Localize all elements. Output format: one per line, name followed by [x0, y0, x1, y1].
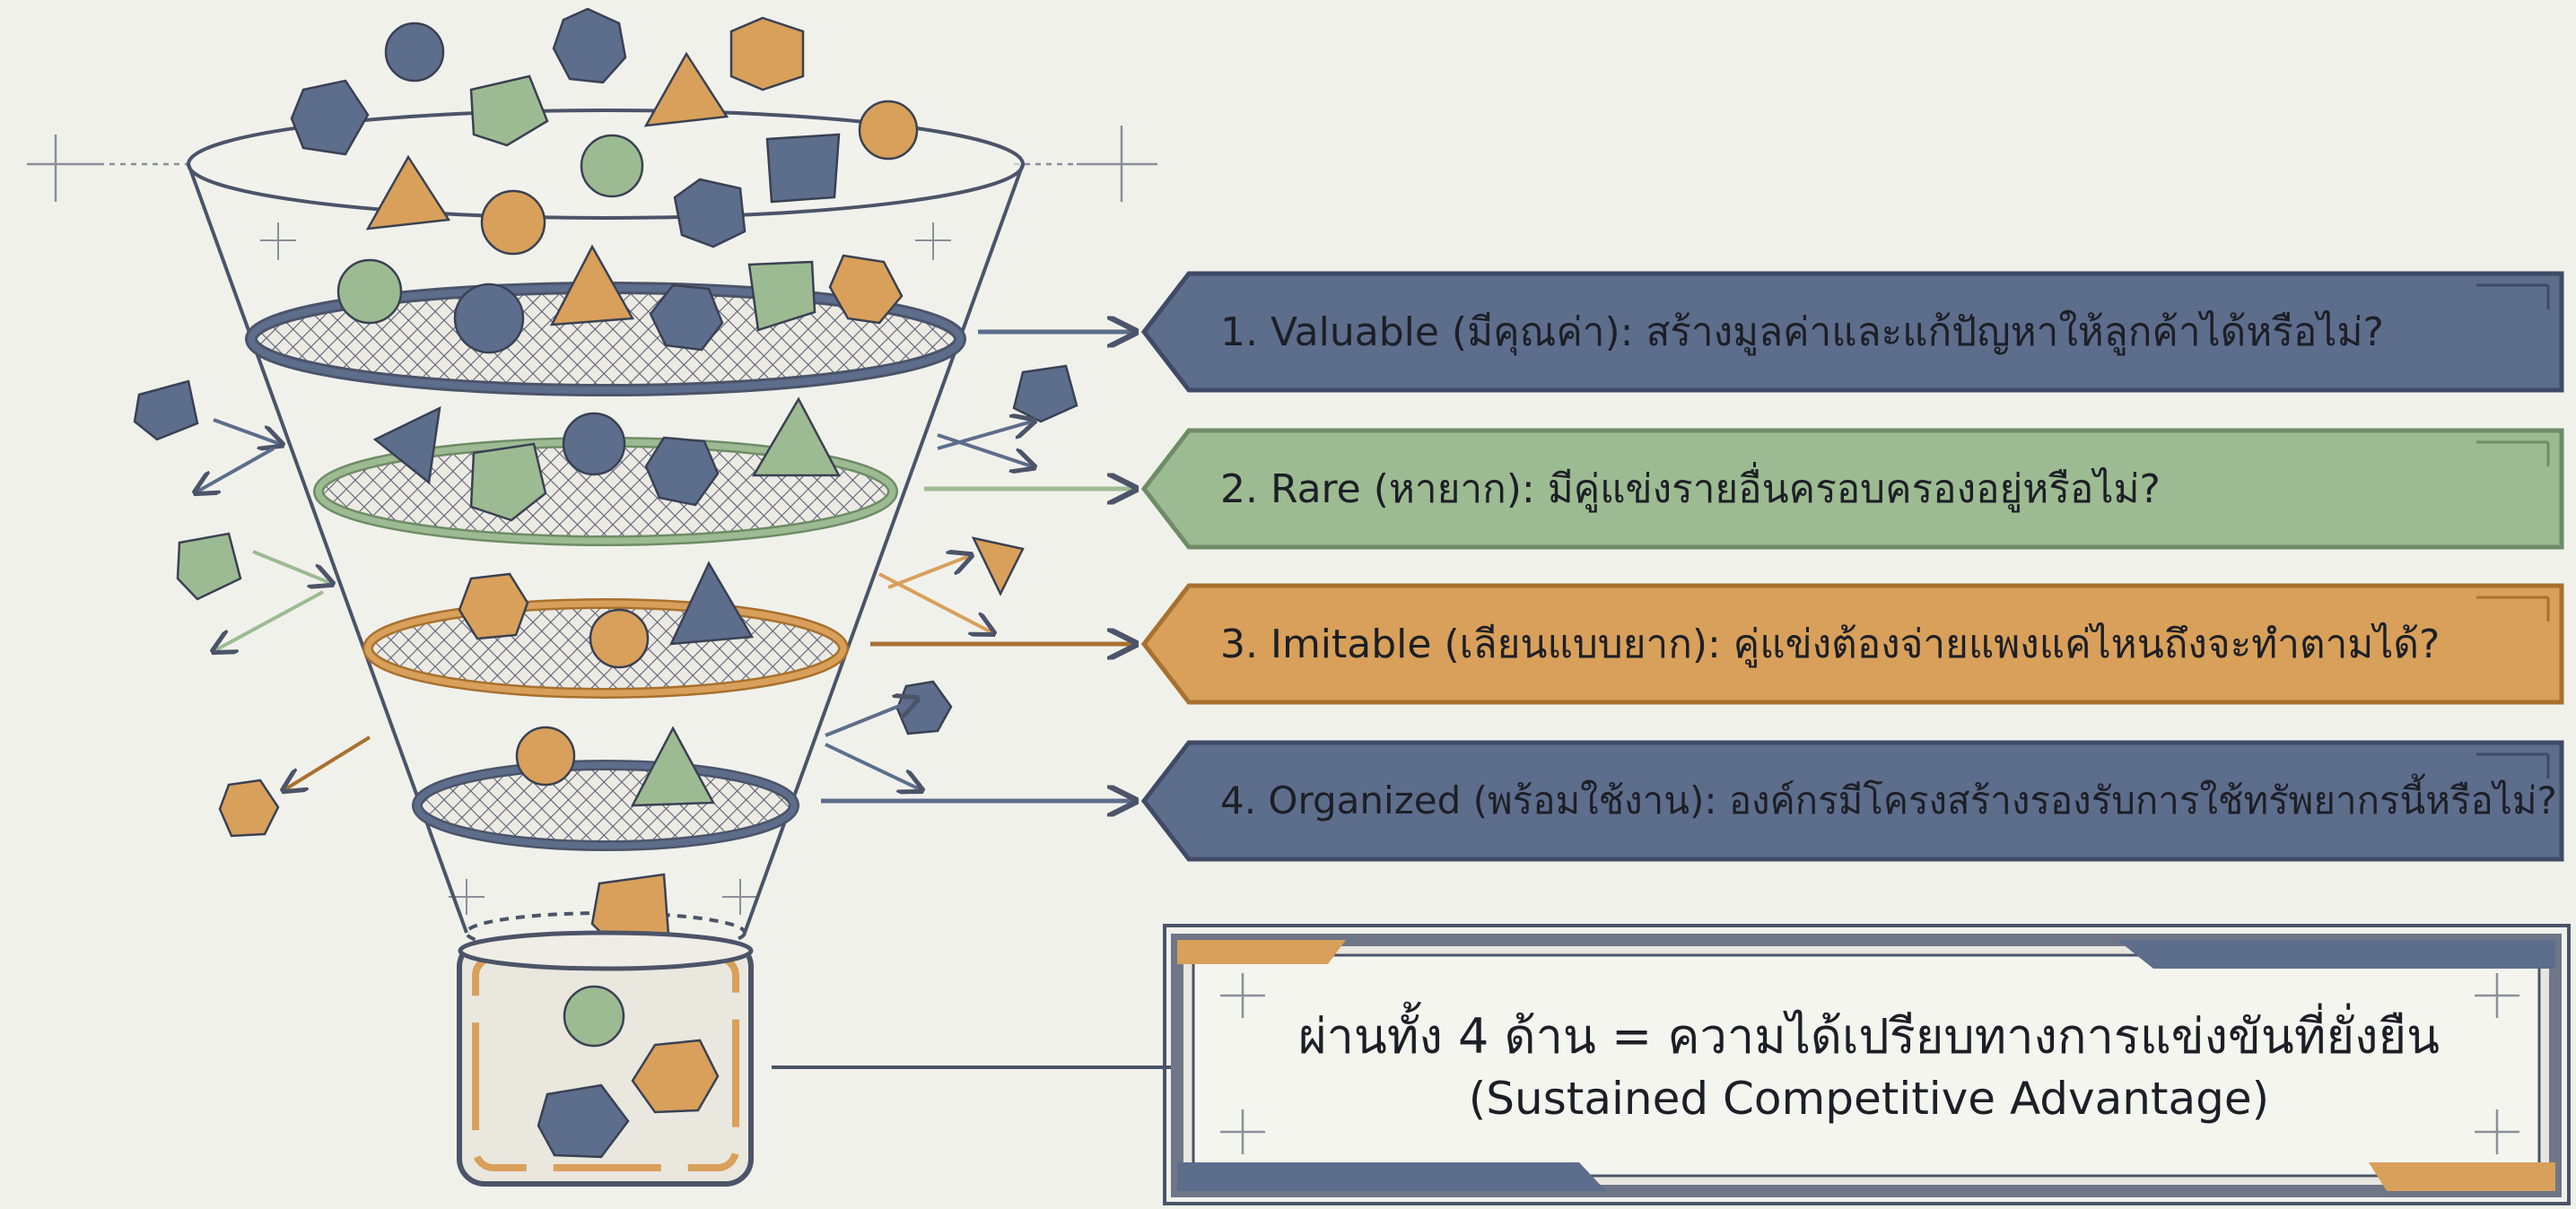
criterion-rare-label: 2. Rare (หายาก): มีคู่แข่งรายอื่นครอบครอ…: [1220, 466, 2161, 512]
sieve-1-shapes: [336, 244, 904, 354]
result-thai-text: ผ่านทั้ง 4 ด้าน = ความได้เปรียบทางการแข่…: [1297, 1008, 2441, 1065]
rejection-arrows: [197, 420, 1032, 789]
rejected-resources: [133, 364, 1078, 952]
criterion-imitable-label: 3. Imitable (เลียนแบบยาก): คู่แข่งต้องจ่…: [1220, 622, 2441, 667]
criteria-banners: [1140, 271, 2564, 862]
decorative-crosses: [27, 126, 1157, 915]
collection-cup: [457, 930, 754, 1187]
arrow-right-icon: [821, 332, 1132, 801]
criterion-valuable-label: 1. Valuable (มีคุณค่า): สร้างมูลค่าและแก…: [1220, 309, 2384, 355]
result-english-text: (Sustained Competitive Advantage): [1468, 1073, 2270, 1125]
input-resources: [290, 7, 919, 256]
sieve-icon: [313, 437, 898, 546]
sieve-2-shapes: [372, 396, 842, 522]
sieve-3-shapes: [458, 561, 755, 669]
criterion-organized-label: 4. Organized (พร้อมใช้งาน): องค์กรมีโครง…: [1220, 778, 2557, 822]
sieve-icon: [412, 760, 799, 851]
result-statement: ผ่านทั้ง 4 ด้าน = ความได้เปรียบทางการแข่…: [1192, 951, 2546, 1182]
result-frame: [1163, 924, 2571, 1205]
sieve-4-shapes: [515, 726, 716, 807]
